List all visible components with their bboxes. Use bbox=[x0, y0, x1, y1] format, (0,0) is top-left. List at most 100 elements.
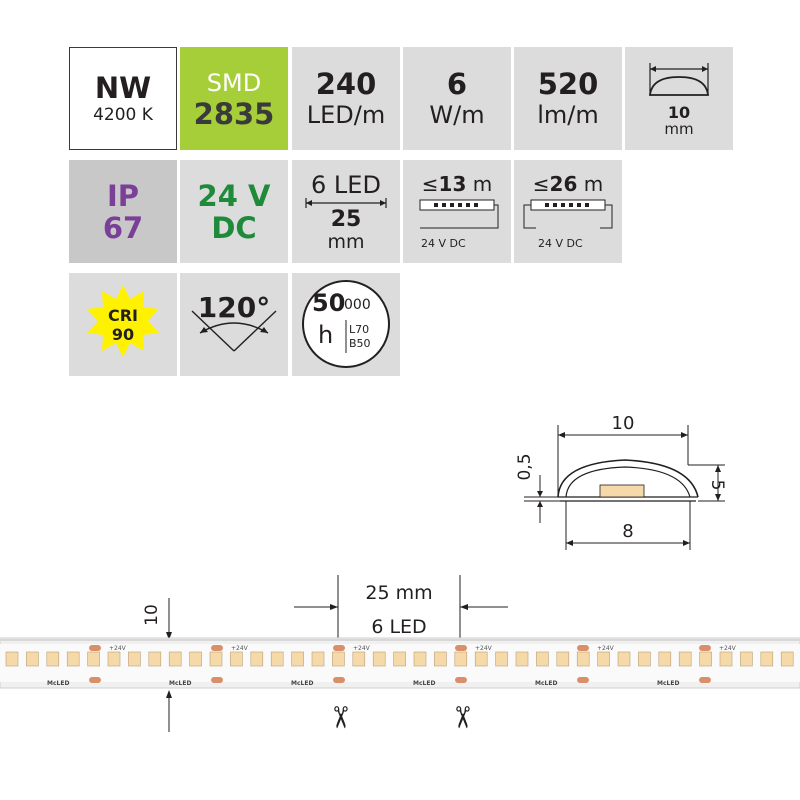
color-temp-kelvin: 4200 K bbox=[93, 104, 153, 125]
strip-height-dimension: 10 bbox=[142, 598, 172, 732]
led-chip bbox=[128, 651, 141, 667]
voltage-tile: 24 V DC bbox=[180, 160, 288, 263]
flux-unit: lm/m bbox=[537, 100, 599, 129]
solder-pad bbox=[211, 645, 223, 651]
led-chip bbox=[209, 651, 223, 667]
led-chip bbox=[719, 651, 733, 667]
single-feed-run-tile: ≤13 m 24 V DC bbox=[403, 160, 511, 263]
led-chip bbox=[678, 651, 692, 667]
led-chip bbox=[291, 651, 304, 667]
chip-label: SMD bbox=[206, 68, 262, 97]
led-chip bbox=[5, 651, 19, 667]
strip-width-tile: 10 mm bbox=[625, 47, 733, 150]
led-chip bbox=[46, 651, 60, 667]
brand-label: McLED bbox=[535, 680, 557, 687]
polarity-label: +24V bbox=[231, 645, 249, 652]
profile-inner-label: 8 bbox=[622, 521, 633, 542]
led-chip bbox=[740, 651, 753, 667]
lifetime-circle-icon bbox=[302, 280, 390, 368]
cri-value: 90 bbox=[111, 324, 135, 344]
chip-type-tile: SMD 2835 bbox=[180, 47, 288, 150]
led-chip bbox=[168, 651, 182, 667]
solder-pad bbox=[333, 645, 345, 651]
led-strip: +24VMcLED+24VMcLED+24VMcLED+24VMcLED+24V… bbox=[0, 637, 800, 689]
luminous-flux-tile: 520 lm/m bbox=[514, 47, 622, 150]
led-chip bbox=[107, 651, 121, 667]
solder-pad bbox=[89, 645, 101, 651]
led-chip bbox=[699, 651, 712, 667]
profile-height-label: 5 bbox=[707, 480, 727, 491]
beam-angle-icon bbox=[191, 310, 277, 352]
solder-pad bbox=[455, 677, 467, 683]
density-value: 240 bbox=[315, 66, 377, 101]
brand-label: McLED bbox=[291, 680, 313, 687]
led-chip bbox=[352, 651, 366, 667]
segment-unit: mm bbox=[327, 230, 365, 253]
brand-label: McLED bbox=[657, 680, 679, 687]
lifetime-hours: 50 bbox=[312, 289, 346, 317]
led-chip bbox=[413, 651, 427, 667]
scissors-icon: ✂ bbox=[322, 704, 358, 731]
led-chip bbox=[536, 651, 549, 667]
led-chip bbox=[148, 651, 162, 667]
ip-rating-tile: IP 67 bbox=[69, 160, 177, 263]
led-chip bbox=[597, 651, 610, 667]
led-density-tile: 240 LED/m bbox=[292, 47, 400, 150]
led-chip bbox=[495, 651, 508, 667]
cut-segment-tile: 6 LED 25 mm bbox=[292, 160, 400, 263]
width-value: 10 bbox=[667, 103, 691, 122]
solder-pad bbox=[89, 677, 101, 683]
led-chip bbox=[393, 651, 406, 667]
segment-dimension-icon bbox=[305, 197, 387, 208]
lifetime-b: B50 bbox=[349, 337, 371, 350]
run-double-supply: 24 V DC bbox=[538, 237, 583, 250]
density-unit: LED/m bbox=[306, 100, 386, 129]
color-temp-code: NW bbox=[94, 70, 152, 105]
segment-leds-label: 6 LED bbox=[371, 616, 426, 638]
segment-dimension: 25 mm 6 LED bbox=[294, 575, 508, 645]
cri-tile: CRI 90 bbox=[69, 273, 177, 376]
led-chip bbox=[556, 651, 570, 667]
profile-wall-label: 0,5 bbox=[515, 453, 535, 480]
voltage-value: 24 V bbox=[197, 178, 271, 213]
voltage-type: DC bbox=[211, 210, 257, 245]
beam-angle-value: 120° bbox=[197, 291, 271, 324]
solder-pad bbox=[577, 677, 589, 683]
polarity-label: +24V bbox=[597, 645, 615, 652]
star-badge-icon bbox=[87, 285, 159, 357]
led-chip bbox=[474, 651, 488, 667]
strip-height-label: 10 bbox=[142, 604, 162, 626]
led-chip bbox=[760, 651, 774, 667]
led-chip bbox=[66, 651, 80, 667]
led-chip bbox=[638, 651, 651, 667]
profile-width-icon bbox=[648, 63, 710, 96]
profile-cross-section: 10 5 0,5 8 bbox=[515, 413, 727, 550]
led-chip bbox=[230, 651, 243, 667]
led-chip bbox=[576, 651, 590, 667]
led-chip bbox=[454, 651, 468, 667]
led-chip bbox=[189, 651, 202, 667]
chip-model: 2835 bbox=[193, 96, 275, 131]
segment-length: 25 bbox=[330, 206, 362, 232]
single-feed-diagram-icon bbox=[419, 199, 499, 229]
power-value: 6 bbox=[446, 66, 468, 101]
power-tile: 6 W/m bbox=[403, 47, 511, 150]
solder-pad bbox=[333, 677, 345, 683]
led-chip bbox=[515, 651, 529, 667]
led-chip bbox=[780, 651, 794, 667]
segment-leds: 6 LED bbox=[311, 170, 381, 199]
solder-pad bbox=[455, 645, 467, 651]
brand-label: McLED bbox=[47, 680, 69, 687]
polarity-label: +24V bbox=[719, 645, 737, 652]
led-chip bbox=[87, 651, 100, 667]
profile-width-label: 10 bbox=[612, 413, 635, 434]
led-chip bbox=[250, 651, 264, 667]
lifetime-zeros: 000 bbox=[344, 297, 371, 313]
color-temperature-tile: NW 4200 K bbox=[69, 47, 177, 150]
run-double-unit: m bbox=[583, 172, 604, 196]
beam-angle-tile: 120° bbox=[180, 273, 288, 376]
power-unit: W/m bbox=[429, 100, 485, 129]
lifetime-l: L70 bbox=[349, 323, 370, 336]
led-chip bbox=[332, 651, 345, 667]
run-single-value: 13 bbox=[438, 172, 467, 196]
